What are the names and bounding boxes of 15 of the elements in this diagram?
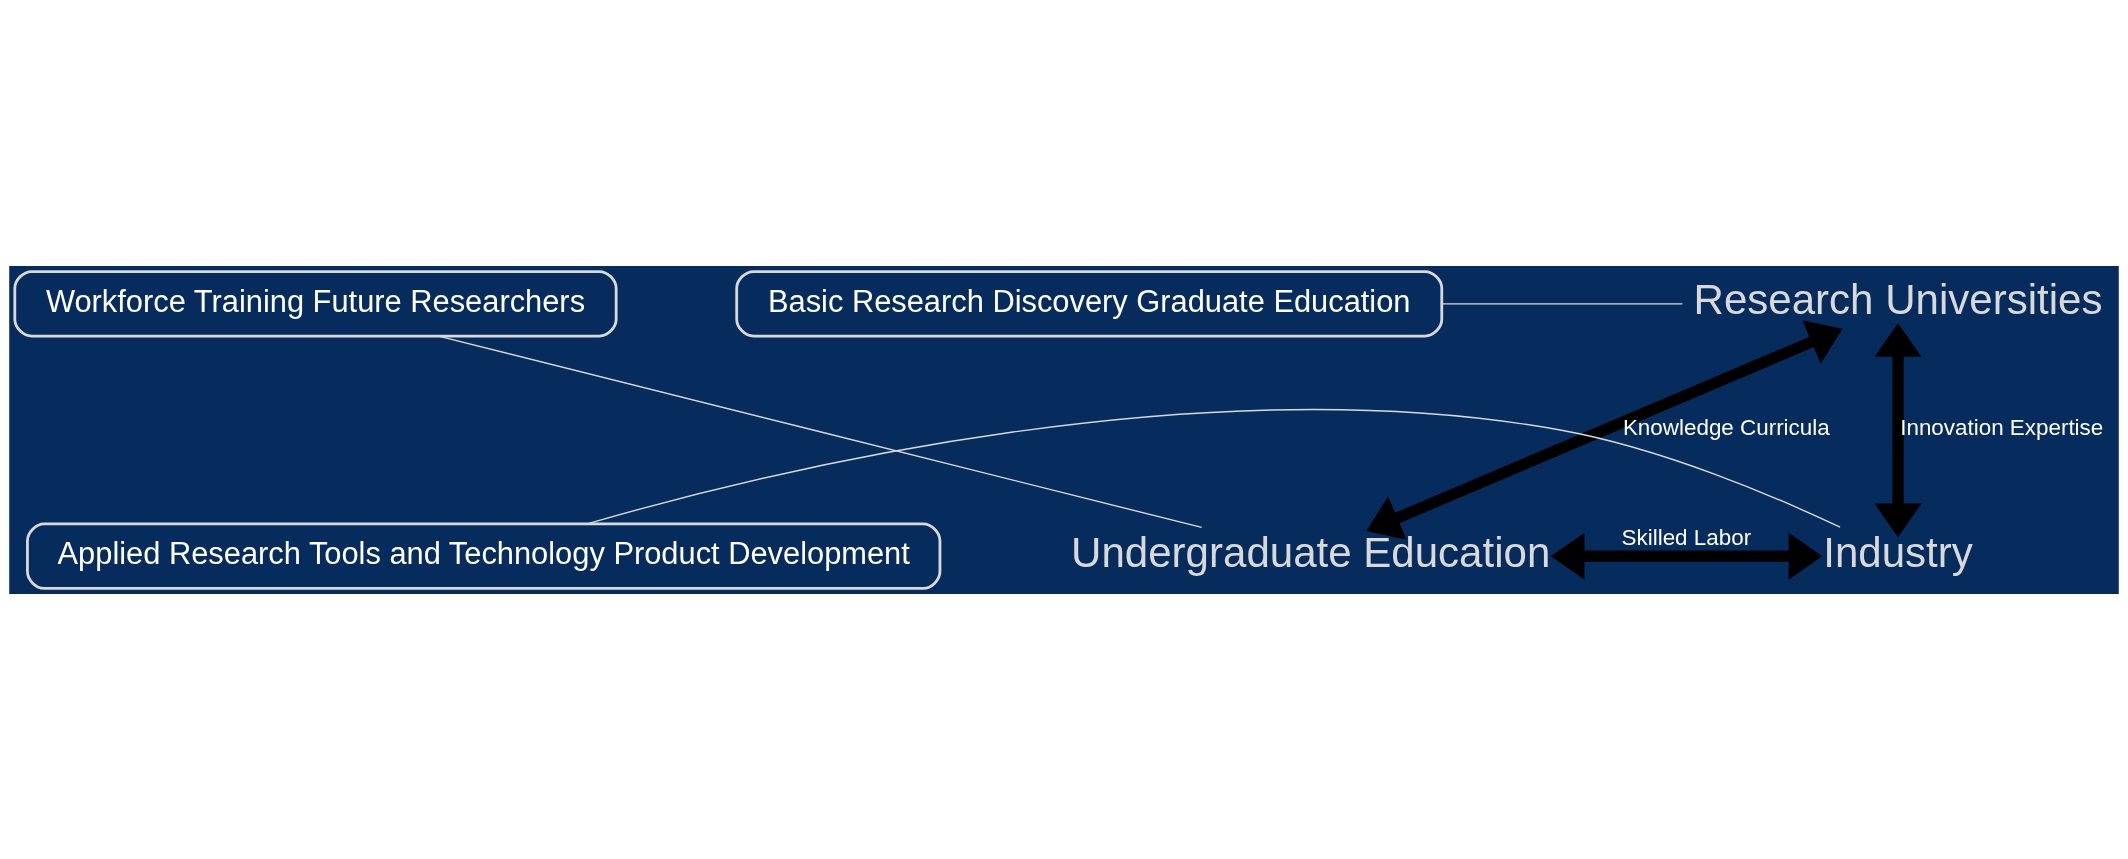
edge-label: Skilled Labor: [1621, 524, 1752, 550]
node-box: Basic Research Discovery Graduate Education: [735, 269, 1444, 337]
connector: [586, 408, 1841, 528]
node-text: Undergraduate Education: [1071, 528, 1551, 576]
edge-label: Knowledge Curricula: [1622, 414, 1830, 440]
node-box: Workforce Training Future Researchers: [13, 269, 618, 337]
connector: [1441, 302, 1684, 305]
arrow: [1874, 322, 1922, 537]
arrow: [1366, 319, 1843, 540]
edge-label: Innovation Expertise: [1900, 414, 2104, 440]
node-box: Applied Research Tools and Technology Product Development: [26, 522, 942, 590]
connector: [437, 334, 1203, 528]
node-text: Research Universities: [1693, 275, 2103, 323]
node-text: Industry: [1823, 528, 1973, 576]
arrow: [1550, 532, 1823, 580]
